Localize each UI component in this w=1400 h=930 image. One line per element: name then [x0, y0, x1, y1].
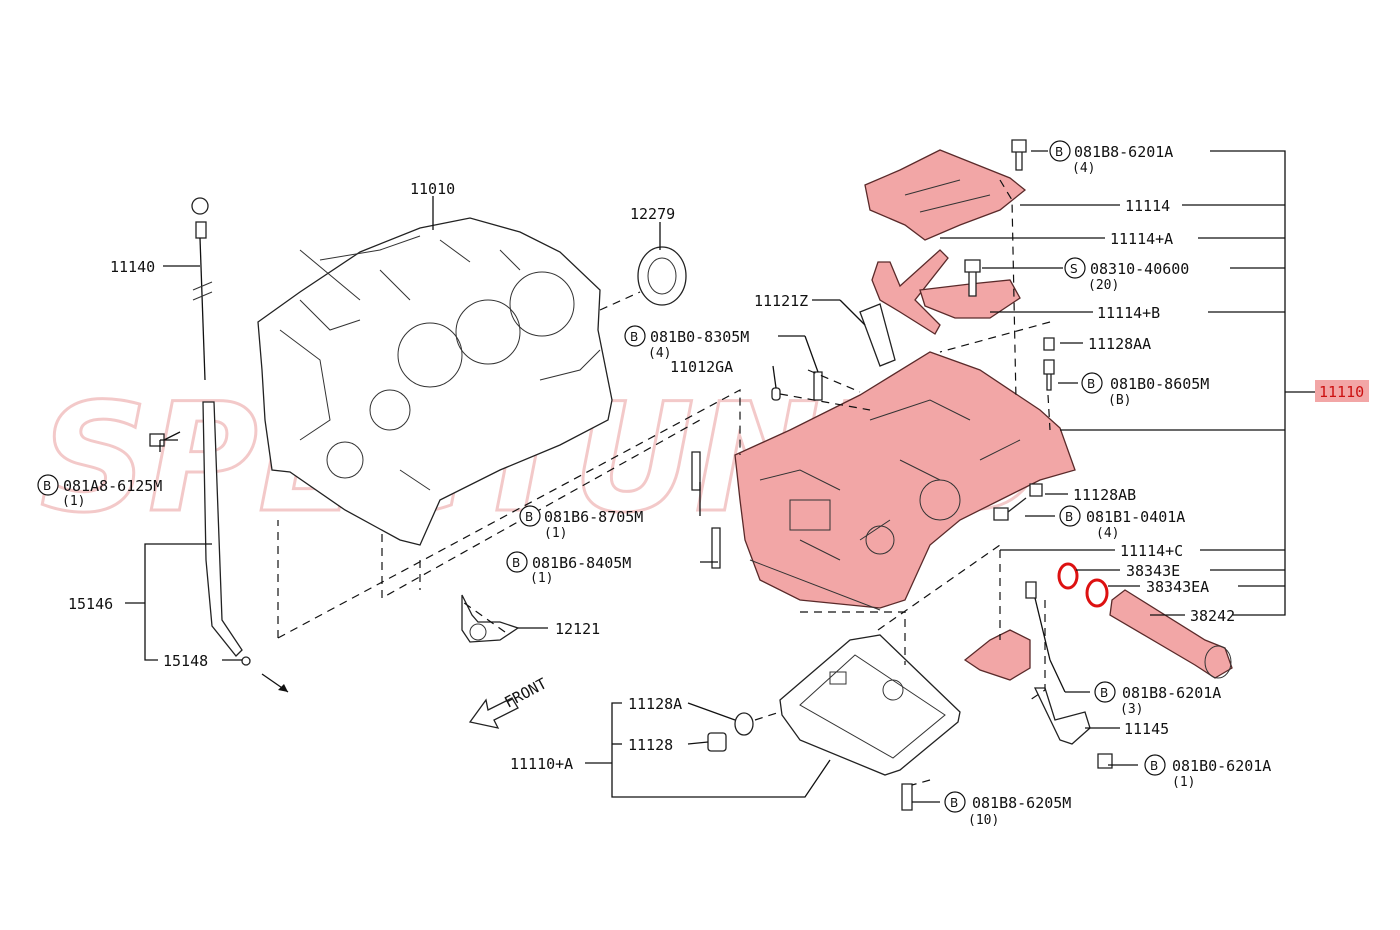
svg-text:081B6-8405M: 081B6-8405M: [532, 554, 631, 572]
rear-oil-seal-part[interactable]: [637, 246, 687, 306]
svg-text:081B6-8705M: 081B6-8705M: [544, 508, 643, 526]
oil-tube-38242-part[interactable]: [1109, 589, 1233, 679]
svg-text:081B1-0401A: 081B1-0401A: [1086, 508, 1185, 526]
svg-text:(1): (1): [544, 526, 567, 541]
label-38343EA[interactable]: 38343EA: [1146, 578, 1209, 596]
svg-text:(4): (4): [1096, 526, 1119, 541]
svg-text:(3): (3): [1120, 702, 1143, 717]
svg-text:(10): (10): [968, 813, 999, 828]
bolt-callout-b9[interactable]: B 081B0-6201A (1): [1144, 754, 1271, 790]
part-11145[interactable]: [1033, 687, 1091, 745]
label-11114C[interactable]: 11114+C: [1120, 542, 1183, 560]
svg-text:(1): (1): [62, 494, 85, 509]
label-12279[interactable]: 12279: [630, 205, 675, 223]
bolt-callout-b1[interactable]: B 081B8-6201A (4): [1049, 140, 1173, 176]
svg-text:B: B: [1100, 686, 1108, 700]
bracket-11114C-part[interactable]: [963, 629, 1031, 681]
bolt-callout-b4[interactable]: B 081A8-6125M (1): [37, 474, 162, 509]
upper-oil-pan-part[interactable]: [734, 351, 1076, 611]
svg-text:B: B: [1087, 377, 1095, 391]
svg-text:081A8-6125M: 081A8-6125M: [63, 477, 162, 495]
oil-dipstick-part[interactable]: [191, 197, 213, 381]
label-11114A[interactable]: 11114+A: [1110, 230, 1173, 248]
label-11145[interactable]: 11145: [1124, 720, 1169, 738]
drain-plug-part[interactable]: [707, 732, 727, 752]
svg-text:S: S: [1070, 262, 1078, 276]
oil-strainer-part[interactable]: [461, 594, 520, 643]
svg-text:(1): (1): [1172, 775, 1195, 790]
svg-text:081B8-6205M: 081B8-6205M: [972, 794, 1071, 812]
o-ring-38343E-part[interactable]: [1057, 562, 1079, 590]
o-ring-38343EA-part[interactable]: [1085, 578, 1109, 608]
svg-text:B: B: [1065, 510, 1073, 524]
label-11128AB[interactable]: 11128AB: [1073, 486, 1136, 504]
baffle-plate-part[interactable]: [864, 149, 1027, 241]
bracket-11114B-part[interactable]: [919, 279, 1021, 319]
label-11010[interactable]: 11010: [410, 180, 455, 198]
lower-oil-pan-part[interactable]: [779, 634, 961, 776]
svg-text:B: B: [1055, 145, 1063, 159]
bolt-callout-s1[interactable]: S 08310-40600 (20): [1064, 257, 1189, 293]
front-label: FRONT: [501, 674, 549, 711]
label-12121[interactable]: 12121: [555, 620, 600, 638]
svg-text:081B0-8305M: 081B0-8305M: [650, 328, 749, 346]
bolt-callout-b10[interactable]: B 081B8-6205M (10): [944, 791, 1071, 828]
label-11140[interactable]: 11140: [110, 258, 155, 276]
svg-text:081B8-6201A: 081B8-6201A: [1074, 143, 1173, 161]
label-15148[interactable]: 15148: [163, 652, 208, 670]
bolt-callout-b2[interactable]: B 081B0-8305M (4): [624, 325, 749, 361]
svg-text:B: B: [525, 510, 533, 524]
arrow-icons: [261, 673, 519, 729]
bolt-icons: [691, 139, 1113, 811]
label-11114[interactable]: 11114: [1125, 197, 1170, 215]
label-11128[interactable]: 11128: [628, 736, 673, 754]
svg-text:B: B: [43, 479, 51, 493]
svg-text:B: B: [630, 330, 638, 344]
dipstick-tube-part[interactable]: [202, 401, 251, 666]
svg-text:(B): (B): [1108, 393, 1131, 408]
label-11121Z[interactable]: 11121Z: [754, 292, 808, 310]
svg-text:081B0-8605M: 081B0-8605M: [1110, 375, 1209, 393]
svg-text:B: B: [1150, 759, 1158, 773]
highlight-box-11110: [1315, 380, 1369, 402]
svg-text:B: B: [950, 796, 958, 810]
assembly-guides: [277, 179, 1051, 786]
bolt-callout-b3[interactable]: B 081B0-8605M (B): [1081, 372, 1209, 408]
svg-text:(4): (4): [1072, 161, 1095, 176]
label-38343E[interactable]: 38343E: [1126, 562, 1180, 580]
bolt-callout-b8[interactable]: B 081B8-6201A (3): [1094, 681, 1221, 717]
label-11128AA[interactable]: 11128AA: [1088, 335, 1151, 353]
cylinder-block-part[interactable]: [257, 217, 613, 546]
svg-text:081B8-6201A: 081B8-6201A: [1122, 684, 1221, 702]
svg-text:081B0-6201A: 081B0-6201A: [1172, 757, 1271, 775]
label-11110[interactable]: 11110: [1319, 383, 1364, 401]
label-11128A[interactable]: 11128A: [628, 695, 682, 713]
label-11114B[interactable]: 11114+B: [1097, 304, 1160, 322]
part-labels: 11010 12279 11140 11121Z 11012GA 11114 1…: [68, 180, 1369, 773]
drain-washer-part[interactable]: [734, 712, 754, 736]
svg-text:(1): (1): [530, 571, 553, 586]
svg-text:(20): (20): [1088, 278, 1119, 293]
leader-lines: [125, 150, 1315, 803]
label-38242[interactable]: 38242: [1190, 607, 1235, 625]
bolt-callout-b5[interactable]: B 081B6-8705M (1): [519, 505, 643, 541]
svg-text:(4): (4): [648, 346, 671, 361]
bolt-callout-b7[interactable]: B 081B6-8405M (1): [506, 551, 631, 586]
svg-text:08310-40600: 08310-40600: [1090, 260, 1189, 278]
label-11110A[interactable]: 11110+A: [510, 755, 573, 773]
label-11012GA[interactable]: 11012GA: [670, 358, 733, 376]
svg-text:B: B: [512, 556, 520, 570]
bracket-11114A-part[interactable]: [871, 249, 949, 335]
bolt-callout-b6[interactable]: B 081B1-0401A (4): [1059, 505, 1185, 541]
label-15146[interactable]: 15146: [68, 595, 113, 613]
